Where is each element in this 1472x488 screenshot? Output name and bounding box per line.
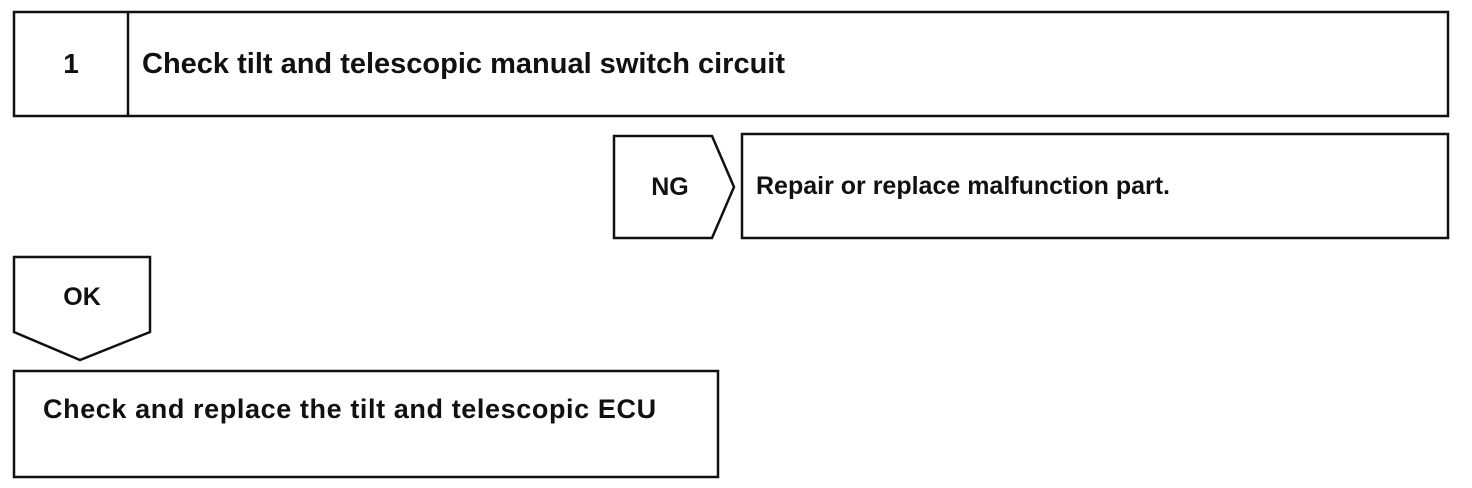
step-box (12, 10, 1450, 118)
ng-label: NG (651, 173, 689, 201)
ok-action-text: Check and replace the tilt and telescopi… (43, 394, 657, 424)
ok-result-box (12, 369, 720, 479)
ng-action-text: Repair or replace malfunction part. (756, 172, 1170, 200)
ok-label: OK (63, 283, 101, 311)
ng-result-box (740, 132, 1450, 240)
step-title: Check tilt and telescopic manual switch … (142, 48, 786, 80)
ok-arrow (12, 255, 152, 362)
ng-arrow (612, 134, 736, 240)
step-number: 1 (63, 48, 79, 79)
